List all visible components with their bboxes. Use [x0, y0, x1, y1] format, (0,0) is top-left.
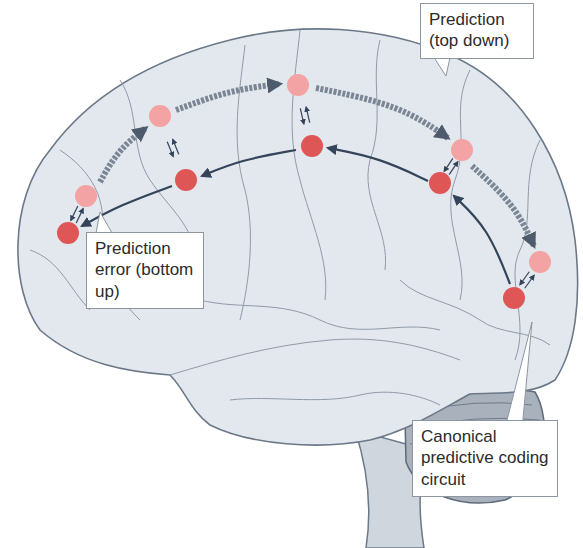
prediction-unit — [529, 251, 551, 273]
cerebrum-outline — [18, 29, 578, 445]
prediction-error-arrow — [454, 196, 510, 284]
prediction-arrow — [176, 84, 280, 110]
local-arrow — [449, 162, 458, 175]
prediction-unit — [149, 105, 171, 127]
prediction-unit — [75, 185, 97, 207]
local-arrow — [525, 275, 534, 288]
callout-pointer — [507, 322, 532, 421]
callout-box: Prediction (top down) — [420, 3, 534, 59]
prediction-unit — [451, 139, 473, 161]
callout-pointer — [434, 58, 450, 77]
local-arrow — [444, 158, 453, 171]
callout-pointer — [96, 212, 112, 233]
error-units — [57, 135, 525, 309]
local-arrow — [71, 206, 78, 220]
prediction-error-arrow — [328, 148, 428, 181]
callout-text: Prediction (top down) — [429, 9, 525, 52]
error-unit — [503, 287, 525, 309]
local-arrow — [76, 209, 83, 223]
callout-box: Prediction error (bottom up) — [86, 232, 204, 309]
local-arrow — [520, 272, 529, 285]
prediction-arrows — [100, 84, 534, 246]
callout-text: Canonical predictive coding circuit — [421, 426, 549, 490]
error-unit — [57, 222, 79, 244]
callout-text: Prediction error (bottom up) — [95, 238, 195, 302]
local-arrow — [306, 107, 310, 123]
prediction-arrow — [100, 128, 146, 182]
callout-box: Canonical predictive coding circuit — [412, 420, 558, 497]
prediction-arrow — [472, 166, 534, 246]
error-unit — [301, 135, 323, 157]
error-unit — [175, 169, 197, 191]
local-arrow — [173, 139, 179, 154]
prediction-unit — [287, 74, 309, 96]
local-arrow — [167, 142, 173, 157]
local-arrow — [300, 108, 304, 124]
gyri-lines — [30, 30, 550, 405]
error-unit — [429, 172, 451, 194]
prediction-error-arrow — [202, 150, 296, 176]
prediction-arrow — [316, 88, 448, 138]
